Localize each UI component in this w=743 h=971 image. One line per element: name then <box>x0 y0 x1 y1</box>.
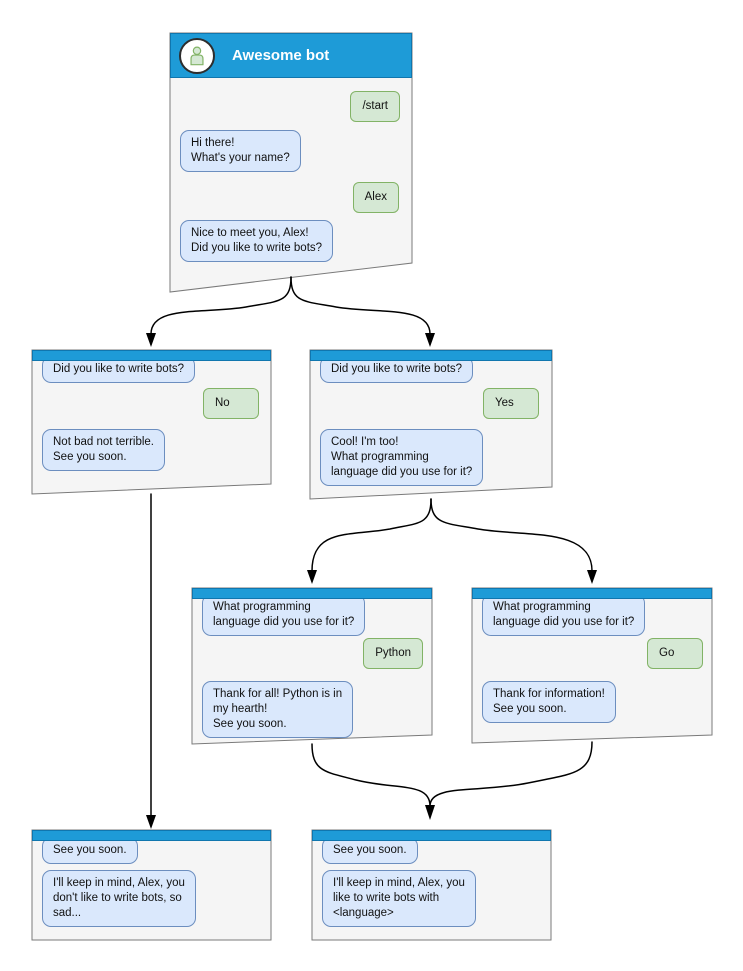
chat-node-farewell-yes[interactable]: See you soon. I'll keep in mind, Alex, y… <box>312 830 551 940</box>
connector-arrow <box>150 276 292 335</box>
chat-header: Awesome bot <box>170 33 412 78</box>
bot-message-bubble: See you soon. <box>42 837 138 864</box>
person-icon <box>190 46 204 65</box>
bot-message-bubble: Thank for all! Python is in my hearth! S… <box>202 681 354 738</box>
bot-message-bubble: What programming language did you use fo… <box>482 594 646 636</box>
window-title-strip <box>312 830 551 841</box>
window-title-strip <box>310 350 552 361</box>
chat-node-ask-bots-no[interactable]: Did you like to write bots? No Not bad n… <box>32 350 271 495</box>
connector-arrow <box>429 741 593 807</box>
chat-node-ask-bots-yes[interactable]: Did you like to write bots? Yes Cool! I'… <box>310 350 552 500</box>
user-message-bubble: Alex <box>352 182 399 213</box>
connector-arrow <box>311 498 432 572</box>
user-message-bubble: Yes <box>483 388 539 419</box>
bot-message-bubble: Hi there! What's your name? <box>180 130 301 172</box>
user-message-bubble: No <box>203 388 259 419</box>
bot-message-bubble: See you soon. <box>322 837 418 864</box>
arrowhead-icon <box>146 815 156 829</box>
connector-arrow <box>430 498 593 572</box>
window-title-strip <box>192 588 432 599</box>
chat-node-ask-language-python[interactable]: What programming language did you use fo… <box>192 588 432 745</box>
arrowhead-icon <box>587 570 597 584</box>
arrowhead-icon <box>425 805 435 820</box>
window-title-strip <box>472 588 712 599</box>
bot-message-bubble: I'll keep in mind, Alex, you like to wri… <box>322 870 476 927</box>
connector-arrow <box>311 743 431 807</box>
arrowhead-icon <box>307 570 317 584</box>
user-message-bubble: Go <box>647 638 703 669</box>
chat-title: Awesome bot <box>232 47 330 64</box>
bot-avatar <box>179 37 215 74</box>
arrowhead-icon <box>425 333 435 347</box>
bot-message-bubble: Not bad not terrible. See you soon. <box>42 429 166 471</box>
window-title-strip <box>32 830 271 841</box>
chat-node-farewell-no[interactable]: See you soon. I'll keep in mind, Alex, y… <box>32 830 271 940</box>
chat-node-ask-language-go[interactable]: What programming language did you use fo… <box>472 588 712 744</box>
user-message-bubble: Python <box>363 638 423 669</box>
bot-message-bubble: What programming language did you use fo… <box>202 594 366 636</box>
user-message-bubble: /start <box>350 91 400 122</box>
bot-message-bubble: Thank for information! See you soon. <box>482 681 616 723</box>
window-title-strip <box>32 350 271 361</box>
bot-message-bubble: Nice to meet you, Alex! Did you like to … <box>180 220 334 262</box>
bot-message-bubble: I'll keep in mind, Alex, you don't like … <box>42 870 196 927</box>
bot-message-bubble: Cool! I'm too! What programming language… <box>320 429 484 486</box>
chat-node-awesome-bot[interactable]: Awesome bot /start Hi there! What's your… <box>170 33 412 293</box>
connector-arrow <box>290 276 431 335</box>
arrowhead-icon <box>146 333 156 347</box>
